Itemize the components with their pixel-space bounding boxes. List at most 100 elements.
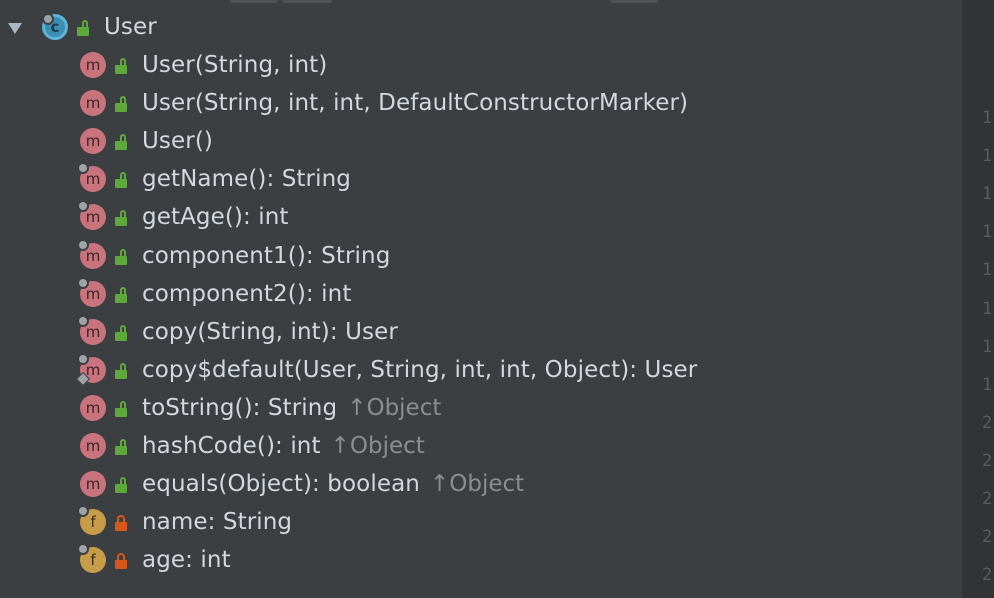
tree-node-method[interactable]: m User(String, int) (80, 46, 327, 84)
tree-node-method[interactable]: m copy(String, int): User (77, 313, 398, 351)
member-label: equals(Object): boolean (142, 471, 420, 498)
private-visibility-icon (114, 551, 128, 570)
class-name: User (104, 14, 157, 40)
member-label: User(String, int) (142, 52, 328, 78)
method-icon: m (77, 314, 106, 345)
tree-node-field[interactable]: f age: int (77, 541, 231, 579)
field-icon-letter: f (90, 551, 96, 570)
line-number: 1 (982, 336, 993, 357)
member-label: getName(): String (142, 166, 351, 193)
line-number: 1 (982, 298, 993, 319)
member-label: component1(): String (142, 242, 391, 269)
method-icon: m (77, 200, 106, 231)
tree-node-field[interactable]: f name: String (77, 503, 293, 541)
public-visibility-icon (114, 437, 128, 455)
line-number: 2 (982, 489, 993, 509)
method-icon: m (80, 433, 106, 459)
method-icon: m (80, 394, 106, 421)
tree-node-method[interactable]: m equals(Object): boolean ↑Object (80, 465, 524, 503)
method-icon-letter: m (85, 208, 101, 227)
public-visibility-icon (114, 361, 128, 379)
tree-node-method[interactable]: m hashCode(): int ↑Object (80, 427, 425, 465)
line-number: 1 (982, 374, 993, 395)
public-visibility-icon (114, 323, 128, 341)
method-icon: m (77, 162, 106, 193)
public-visibility-icon (114, 132, 128, 151)
method-icon-letter: m (85, 94, 101, 113)
member-label: copy(String, int): User (142, 318, 398, 345)
member-label: hashCode(): int (142, 433, 321, 459)
final-overlay-icon (77, 162, 89, 175)
tree-node-method[interactable]: m User(String, int, int, DefaultConstruct… (80, 84, 688, 122)
method-icon: m (77, 276, 106, 307)
tree-node-method[interactable]: m component2(): int (77, 275, 352, 313)
public-visibility-icon (114, 170, 128, 189)
method-icon: m (77, 238, 106, 269)
field-icon: f (77, 505, 106, 536)
line-number: 2 (982, 565, 993, 586)
tree-node-method[interactable]: m getName(): String (77, 160, 351, 198)
final-overlay-icon (77, 543, 89, 556)
final-overlay-icon (77, 352, 89, 365)
tree-node-class-user[interactable]: c User (8, 8, 157, 46)
private-visibility-icon (114, 513, 128, 532)
tree-node-method[interactable]: m User() (80, 122, 213, 160)
method-icon: m (80, 52, 106, 78)
inherited-from-label: ↑Object (429, 471, 525, 498)
final-overlay-icon (77, 238, 89, 251)
line-number: 1 (982, 184, 993, 205)
member-label: copy$default(User, String, int, int, Obj… (142, 356, 698, 383)
line-number: 2 (982, 527, 993, 548)
method-icon-letter: m (85, 170, 101, 189)
tree-node-method[interactable]: m getAge(): int (77, 198, 289, 236)
method-icon-letter: m (85, 360, 101, 379)
public-visibility-icon (114, 94, 128, 113)
method-icon: m (75, 352, 106, 386)
final-overlay-icon (77, 505, 89, 518)
member-label: getAge(): int (142, 204, 289, 231)
public-visibility-icon (114, 475, 128, 494)
member-label: age: int (142, 547, 231, 574)
expand-arrow-icon[interactable] (8, 22, 22, 34)
field-icon: f (77, 543, 106, 574)
method-icon: m (80, 128, 106, 155)
class-icon-letter: c (50, 18, 60, 36)
final-overlay-icon (77, 276, 89, 289)
public-visibility-icon (114, 56, 128, 74)
line-number: 2 (982, 412, 993, 433)
method-icon-letter: m (85, 398, 101, 417)
public-visibility-icon (114, 399, 128, 417)
line-number: 1 (982, 146, 993, 167)
inherited-from-label: ↑Object (347, 394, 442, 421)
line-number: 1 (982, 260, 993, 281)
method-icon-letter: m (85, 56, 101, 74)
member-label: component2(): int (142, 280, 352, 307)
member-label: User(String, int, int, DefaultConstructo… (142, 90, 689, 117)
member-label: name: String (142, 509, 293, 536)
final-overlay-icon (77, 314, 89, 327)
method-icon-letter: m (85, 246, 101, 265)
method-icon: m (80, 471, 106, 498)
toolbar-tab-fragment (282, 0, 332, 3)
method-icon-letter: m (85, 284, 101, 303)
line-number: 2 (982, 450, 993, 471)
inherited-from-label: ↑Object (330, 433, 425, 459)
method-icon: m (80, 90, 106, 117)
public-visibility-icon (114, 208, 128, 227)
public-visibility-icon (76, 18, 90, 36)
method-icon-letter: m (85, 437, 101, 455)
member-label: toString(): String (142, 394, 338, 421)
final-overlay-icon (42, 13, 54, 25)
toolbar-tab-fragment (230, 0, 278, 3)
tree-node-method[interactable]: m toString(): String ↑Object (80, 389, 441, 427)
class-icon: c (42, 13, 68, 40)
tree-node-method[interactable]: m component1(): String (77, 237, 391, 275)
field-icon-letter: f (90, 513, 96, 532)
tree-node-method[interactable]: m copy$default(User, String, int, int, Ob… (75, 351, 698, 389)
method-icon-letter: m (85, 475, 101, 494)
method-icon-letter: m (85, 322, 101, 341)
member-label: User() (142, 128, 213, 155)
final-overlay-icon (77, 200, 89, 213)
editor-gutter: 11111111222222 (962, 0, 994, 598)
toolbar-tab-fragment (610, 0, 658, 3)
